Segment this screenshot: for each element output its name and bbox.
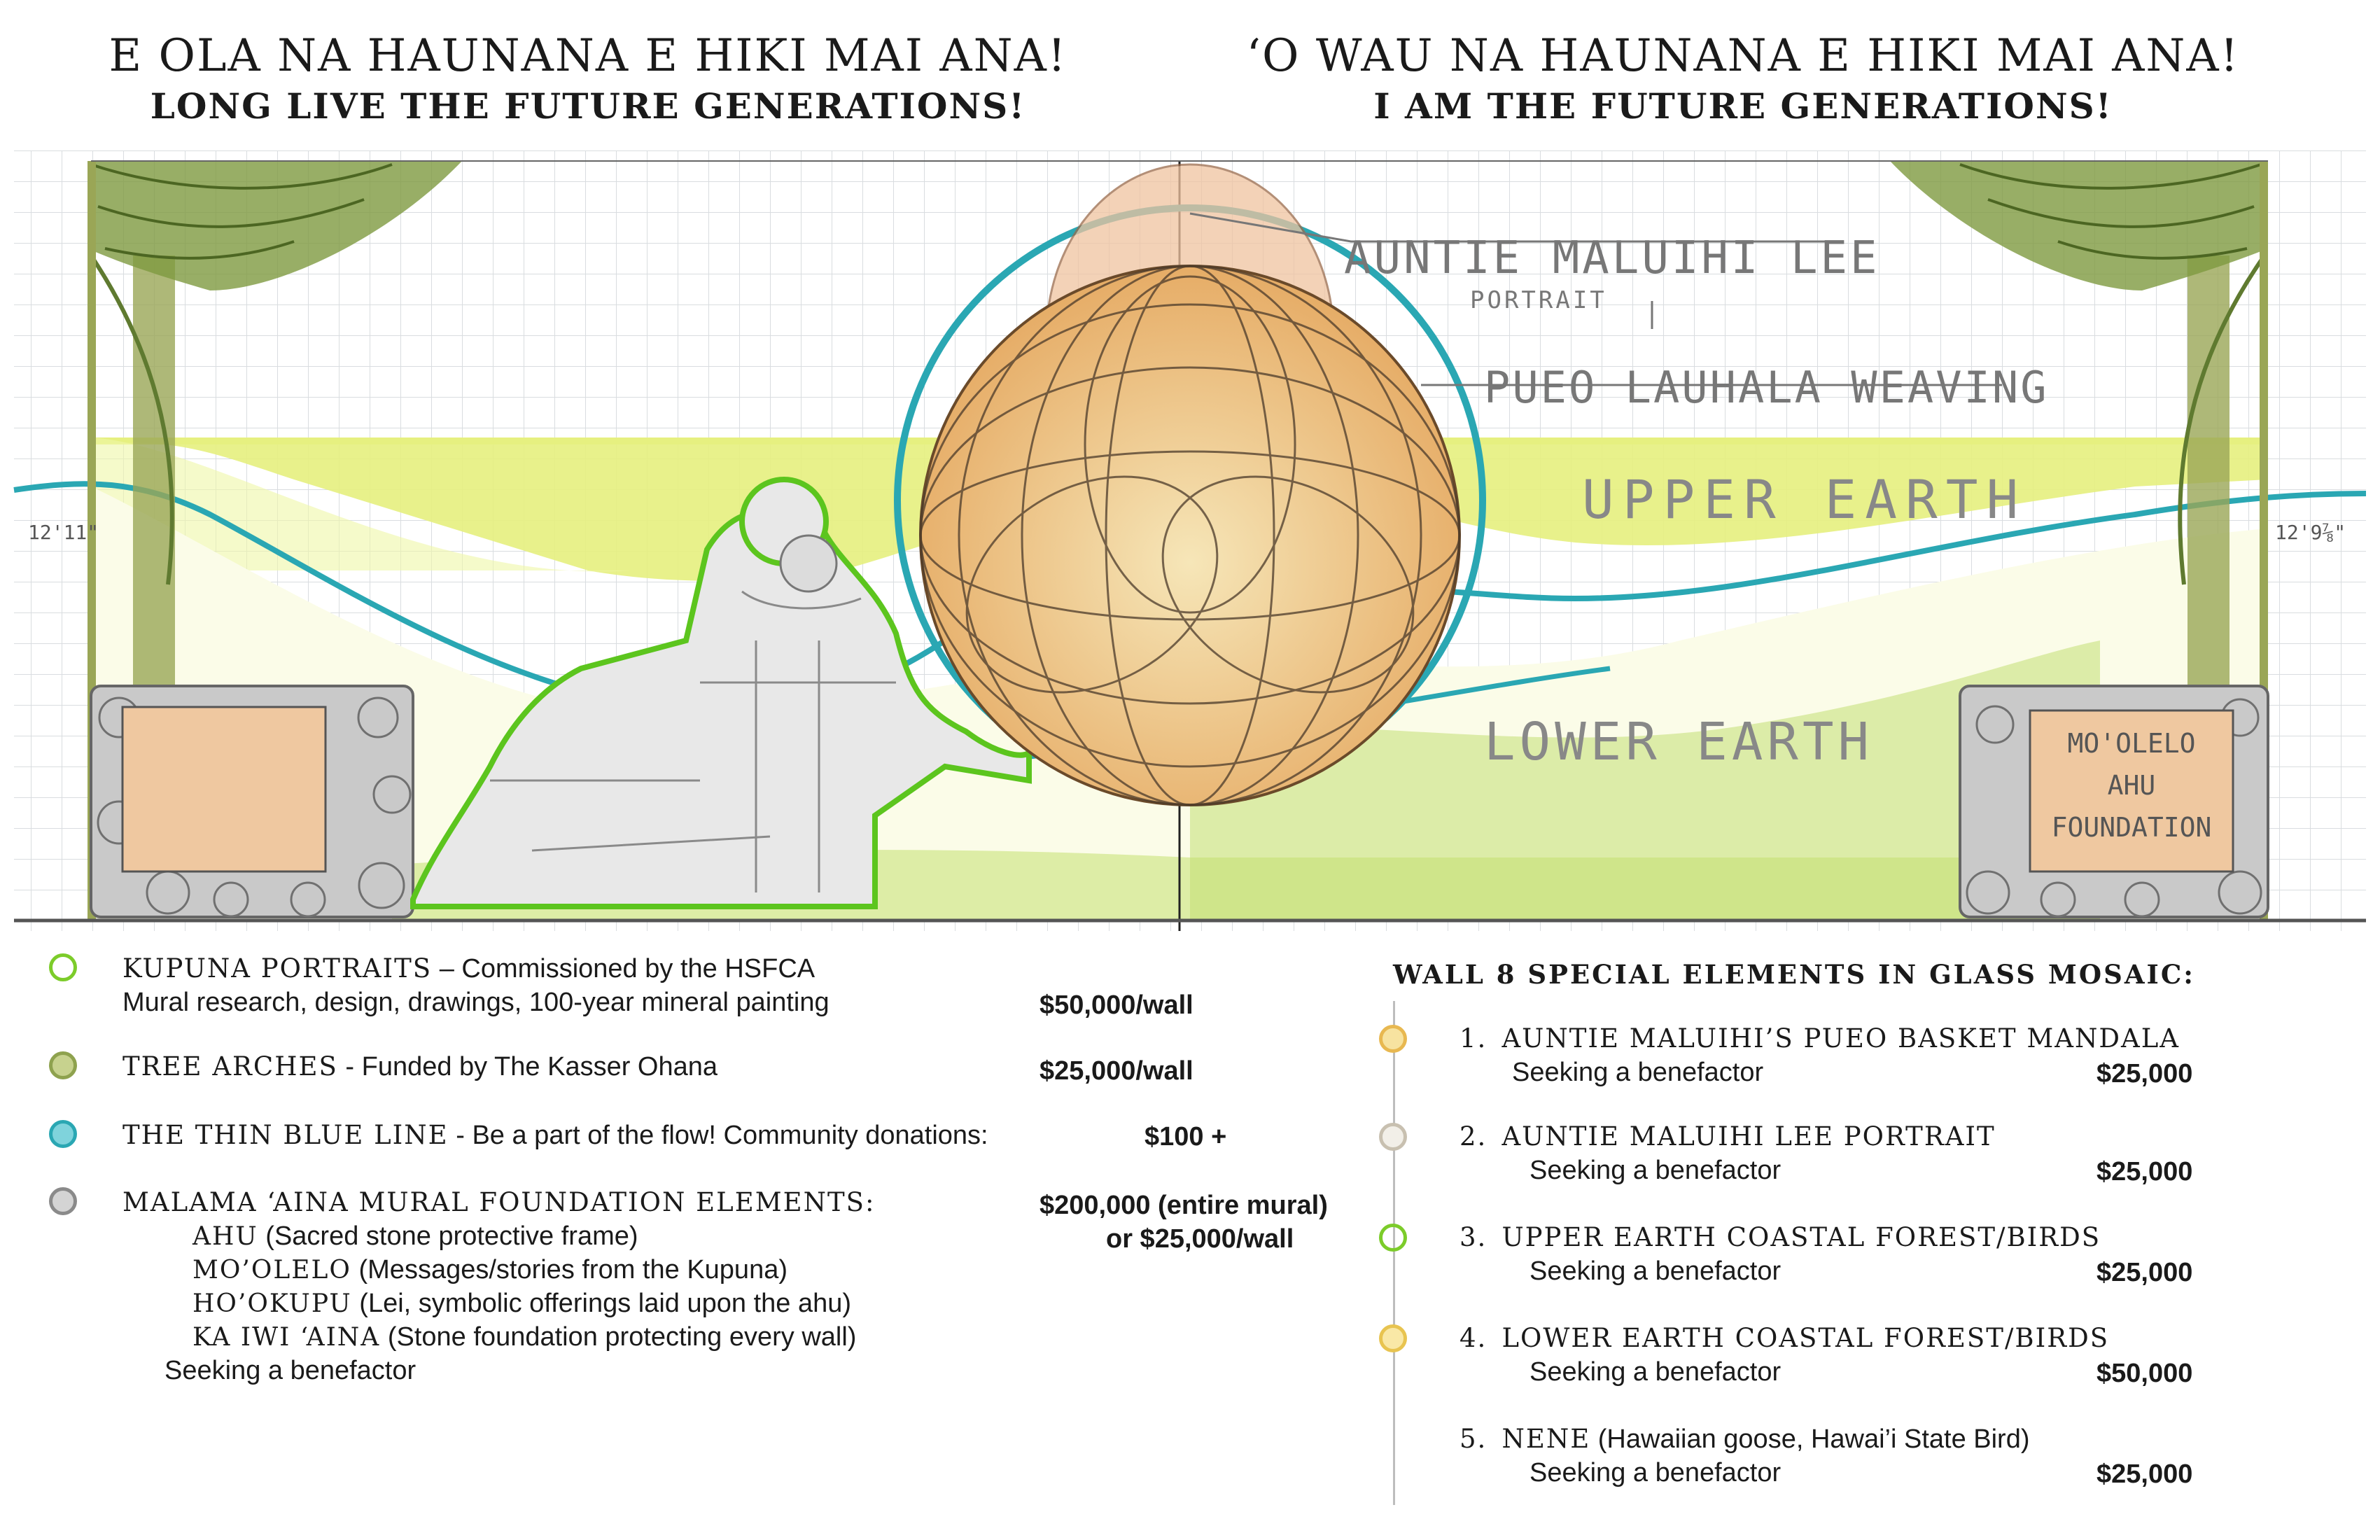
legend-divider (1393, 1001, 1395, 1505)
special-2-sub: Seeking a benefactor (1530, 1156, 1782, 1185)
malama-item-hookupu: HO’OKUPU (Lei, symbolic offerings laid u… (192, 1287, 851, 1321)
special-1-price: $25,000 (2096, 1059, 2193, 1088)
mandala-weave (919, 265, 1461, 806)
legend-right: 1. AUNTIE MALUIHI’S PUEO BASKET MANDALA … (1372, 1015, 2352, 1505)
label-pueo: PUEO LAUHALA WEAVING (1484, 362, 2049, 413)
special-5-price: $25,000 (2096, 1460, 2193, 1489)
malama-dot (49, 1187, 77, 1215)
special-5-name: NENE (1502, 1424, 1591, 1454)
left-heading-main: E OLA NA HAUNANA E HIKI MAI ANA! (108, 30, 1068, 82)
tree-title: TREE ARCHES (122, 1051, 338, 1082)
dim-right: 12'9⅞" (2275, 521, 2346, 544)
dim-left: 12'11" (28, 521, 99, 544)
special-5-extra: (Hawaiian goose, Hawai’i State Bird) (1590, 1424, 2030, 1454)
blue-line-desc: - Be a part of the flow! Community donat… (448, 1121, 988, 1150)
right-heading: ‘O WAU NA HAUNANA E HIKI MAI ANA! I AM T… (1183, 28, 2303, 129)
kupuna-line2: Mural research, design, drawings, 100-ye… (122, 988, 830, 1017)
special-3-line: 3. UPPER EARTH COASTAL FOREST/BIRDS (1460, 1221, 2101, 1254)
malama-item-desc: (Lei, symbolic offerings laid upon the a… (351, 1289, 852, 1318)
malama-item-desc: (Sacred stone protective frame) (258, 1222, 638, 1251)
malama-item-desc: (Messages/stories from the Kupuna) (351, 1255, 788, 1284)
grandson-head (779, 534, 838, 593)
malama-item-name: HO’OKUPU (192, 1289, 352, 1318)
kupuna-price: $50,000/wall (1040, 990, 1194, 1020)
legend-left: KUPUNA PORTRAITS – Commissioned by the H… (42, 952, 1358, 1400)
special-5-num: 5. (1460, 1424, 1488, 1454)
malama-item-moolelo: MO’OLELO (Messages/stories from the Kupu… (192, 1253, 788, 1287)
malama-item-name: KA IWI ‘AINA (192, 1323, 381, 1352)
blue-line-line: THE THIN BLUE LINE - Be a part of the fl… (122, 1119, 988, 1152)
special-4-line: 4. LOWER EARTH COASTAL FOREST/BIRDS (1460, 1322, 2109, 1355)
malama-price-2: or $25,000/wall (1106, 1224, 1294, 1254)
label-upper-earth: UPPER EARTH (1582, 468, 2026, 531)
malama-item-name: MO’OLELO (192, 1256, 351, 1284)
label-auntie: AUNTIE MALUIHI LEE (1344, 232, 1880, 284)
left-plaque (121, 706, 327, 873)
mural-drawing: MO'OLELO AHU FOUNDATION AUNTIE MALUIHI L… (13, 150, 2367, 931)
special-1-sub: Seeking a benefactor (1512, 1058, 1764, 1087)
malama-seeking: Seeking a benefactor (164, 1356, 416, 1385)
left-heading: E OLA NA HAUNANA E HIKI MAI ANA! LONG LI… (42, 28, 1134, 129)
special-4-price: $50,000 (2096, 1359, 2193, 1388)
right-plaque (2029, 709, 2234, 873)
special-5-sub: Seeking a benefactor (1530, 1458, 1782, 1488)
special-4-name: LOWER EARTH COASTAL FOREST/BIRDS (1502, 1323, 2110, 1353)
tree-line: TREE ARCHES - Funded by The Kasser Ohana (122, 1050, 718, 1084)
blue-line-price: $100 + (1144, 1122, 1227, 1152)
malama-item-ahu: AHU (Sacred stone protective frame) (192, 1219, 638, 1254)
special-3-name: UPPER EARTH COASTAL FOREST/BIRDS (1502, 1222, 2101, 1252)
tree-price: $25,000/wall (1040, 1056, 1194, 1086)
upper-earth-area (91, 438, 2268, 581)
special-1-name: AUNTIE MALUIHI’S PUEO BASKET MANDALA (1502, 1023, 2180, 1054)
special-1-dot (1379, 1025, 1407, 1053)
special-2-name: AUNTIE MALUIHI LEE PORTRAIT (1502, 1121, 1996, 1152)
special-3-dot (1379, 1224, 1407, 1252)
special-4-num: 4. (1460, 1323, 1488, 1353)
special-3-num: 3. (1460, 1222, 1488, 1252)
plaque-ahu: AHU (2108, 770, 2156, 801)
right-heading-main: ‘O WAU NA HAUNANA E HIKI MAI ANA! (1246, 30, 2240, 82)
special-2-num: 2. (1460, 1121, 1488, 1152)
malama-price-1: $200,000 (entire mural) (1040, 1191, 1328, 1220)
malama-item-name: AHU (192, 1222, 258, 1251)
left-tree-trunk (133, 255, 175, 746)
kupuna-dot (49, 953, 77, 981)
special-2-price: $25,000 (2096, 1157, 2193, 1186)
special-2-dot (1379, 1123, 1407, 1151)
right-tree-trunk (2188, 255, 2230, 746)
special-2-line: 2. AUNTIE MALUIHI LEE PORTRAIT (1460, 1120, 1996, 1154)
left-heading-sub: LONG LIVE THE FUTURE GENERATIONS! (150, 85, 1026, 127)
kupuna-title: KUPUNA PORTRAITS (122, 953, 433, 983)
kupuna-line: KUPUNA PORTRAITS – Commissioned by the H… (122, 952, 815, 986)
malama-item-desc: (Stone foundation protecting every wall) (380, 1322, 857, 1352)
malama-title: MALAMA ‘AINA MURAL FOUNDATION ELEMENTS: (122, 1187, 876, 1217)
label-lower-earth: LOWER EARTH (1484, 712, 1873, 772)
tree-desc: - Funded by The Kasser Ohana (337, 1052, 718, 1082)
special-3-price: $25,000 (2096, 1258, 2193, 1287)
malama-item-kaiwi: KA IWI ‘AINA (Stone foundation protectin… (192, 1320, 856, 1354)
pueo-basket-mandala (919, 265, 1461, 806)
plaque-foundation: FOUNDATION (2052, 812, 2212, 843)
special-3-sub: Seeking a benefactor (1530, 1256, 1782, 1286)
special-1-num: 1. (1460, 1023, 1488, 1054)
label-portrait: PORTRAIT (1470, 286, 1607, 314)
special-elements-title: WALL 8 SPECIAL ELEMENTS IN GLASS MOSAIC: (1393, 959, 2195, 990)
tree-dot (49, 1051, 77, 1079)
special-4-dot (1379, 1324, 1407, 1352)
special-1-line: 1. AUNTIE MALUIHI’S PUEO BASKET MANDALA (1460, 1022, 2180, 1056)
right-heading-sub: I AM THE FUTURE GENERATIONS! (1373, 85, 2113, 127)
blue-line-title: THE THIN BLUE LINE (122, 1120, 449, 1150)
plaque-moolelo: MO'OLELO (2067, 728, 2195, 759)
blue-line-dot (49, 1120, 77, 1148)
kupuna-desc: – Commissioned by the HSFCA (432, 954, 816, 983)
special-4-sub: Seeking a benefactor (1530, 1357, 1782, 1387)
special-5-line: 5. NENE (Hawaiian goose, Hawai’i State B… (1460, 1422, 2030, 1456)
malama-line: MALAMA ‘AINA MURAL FOUNDATION ELEMENTS: (122, 1186, 875, 1219)
